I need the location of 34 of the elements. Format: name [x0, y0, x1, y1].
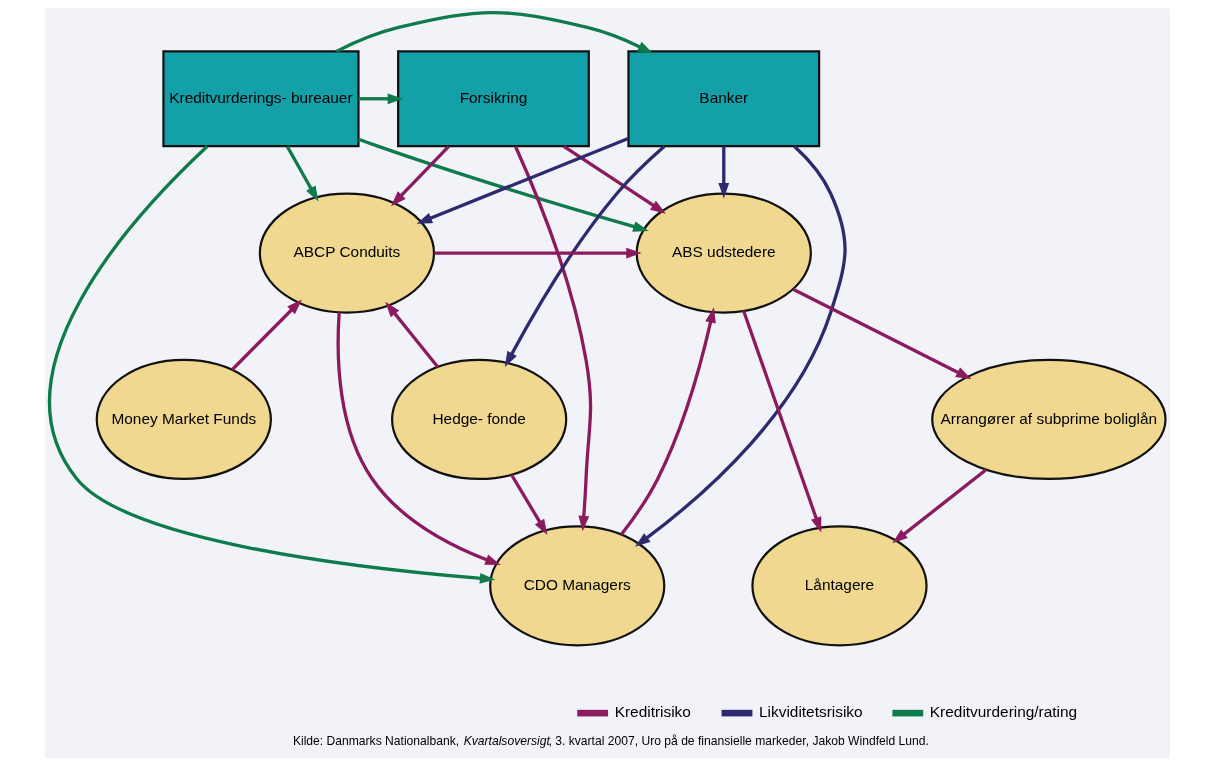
arrow	[504, 145, 666, 367]
node-box: Forsikring	[397, 50, 590, 148]
arrow	[742, 310, 822, 533]
arrow	[285, 145, 319, 202]
node-ellipse: Arrangører af subprime boliglån	[931, 358, 1167, 481]
arrow	[335, 10, 654, 54]
legend-label: Kreditvurdering/rating	[929, 703, 1078, 721]
node-ellipse: Låntagere	[751, 525, 928, 647]
arrow	[892, 468, 988, 544]
arrow	[434, 247, 642, 259]
arrow	[718, 146, 730, 199]
node-box: Kreditvurderings- bureauer	[162, 50, 360, 148]
arrow	[385, 301, 440, 369]
arrow	[390, 145, 450, 207]
legend-label: Kreditrisiko	[614, 703, 691, 721]
arrow	[562, 144, 666, 214]
arrow	[358, 93, 404, 105]
node-box: Banker	[627, 50, 821, 148]
arrow	[620, 307, 716, 536]
node-ellipse: ABS udstedere	[635, 192, 812, 314]
arrow	[792, 287, 972, 380]
arrow	[416, 136, 629, 224]
node-ellipse: CDO Managers	[489, 525, 666, 647]
arrow	[230, 299, 302, 371]
node-ellipse: Money Market Funds	[95, 358, 272, 481]
arrow	[514, 145, 593, 532]
legend-label: Likviditetsrisiko	[759, 703, 863, 721]
arrow	[634, 145, 847, 547]
arrow	[336, 312, 501, 566]
node-ellipse: Hedge- fonde	[391, 358, 568, 481]
arrow	[510, 473, 548, 535]
arrow	[358, 137, 649, 232]
arrow	[48, 145, 496, 584]
caption: Kilde: Danmarks Nationalbank, Kvartalsoversigt, 3. kvartal 2007, Uro på de finansielle markeder, Jakob Windfeld Lund.	[292, 734, 929, 749]
